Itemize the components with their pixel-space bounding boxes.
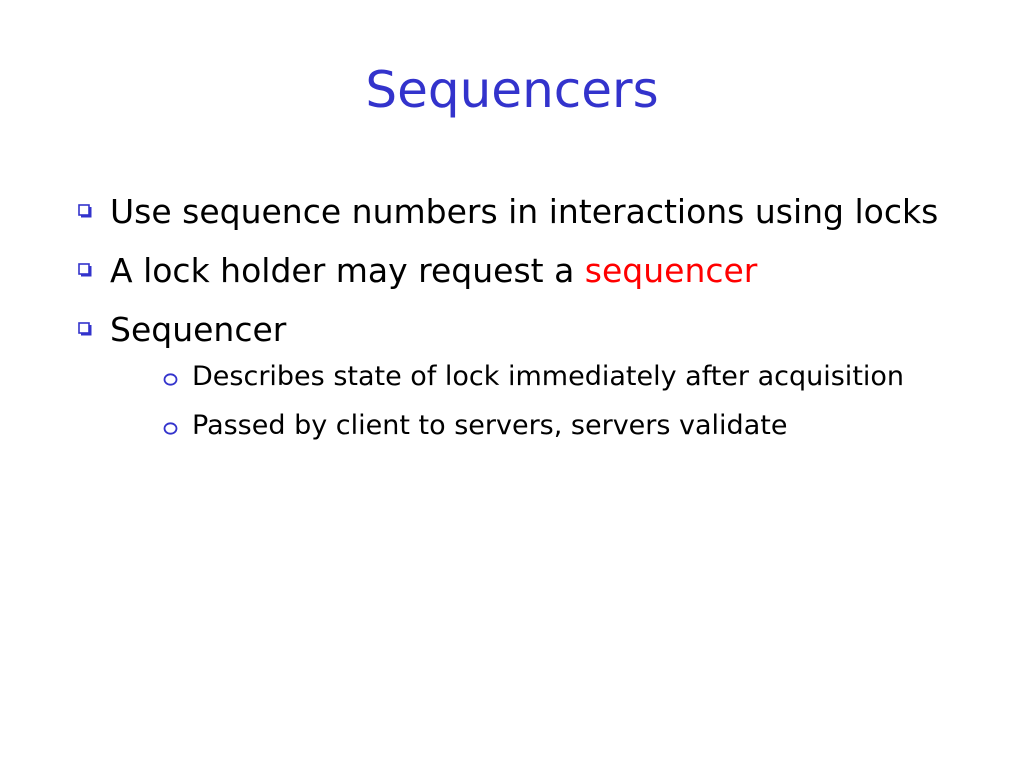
sub-bullet-text: Passed by client to servers, servers val… [192, 410, 788, 441]
bullet-text: A lock holder may request a [110, 251, 585, 290]
sub-bullet-text: Describes state of lock immediately afte… [192, 361, 905, 392]
square-box-icon [78, 263, 92, 277]
sub-bullet-item: Passed by client to servers, servers val… [160, 406, 952, 445]
sub-bullet-list: Describes state of lock immediately afte… [160, 357, 952, 445]
square-box-icon [78, 204, 92, 218]
square-box-icon [78, 322, 92, 336]
circle-bullet-icon [163, 422, 178, 435]
sub-bullet-item: Describes state of lock immediately afte… [160, 357, 952, 396]
bullet-text: Sequencer [110, 310, 287, 349]
bullet-list: Use sequence numbers in interactions usi… [72, 190, 952, 461]
bullet-item: Use sequence numbers in interactions usi… [72, 190, 952, 233]
circle-bullet-icon [163, 373, 178, 386]
bullet-text: Use sequence numbers in interactions usi… [110, 192, 939, 231]
highlighted-term: sequencer [584, 251, 758, 290]
slide-title: Sequencers [365, 61, 659, 119]
bullet-item: Sequencer Describes state of lock immedi… [72, 308, 952, 445]
bullet-item: A lock holder may request a sequencer [72, 249, 952, 292]
